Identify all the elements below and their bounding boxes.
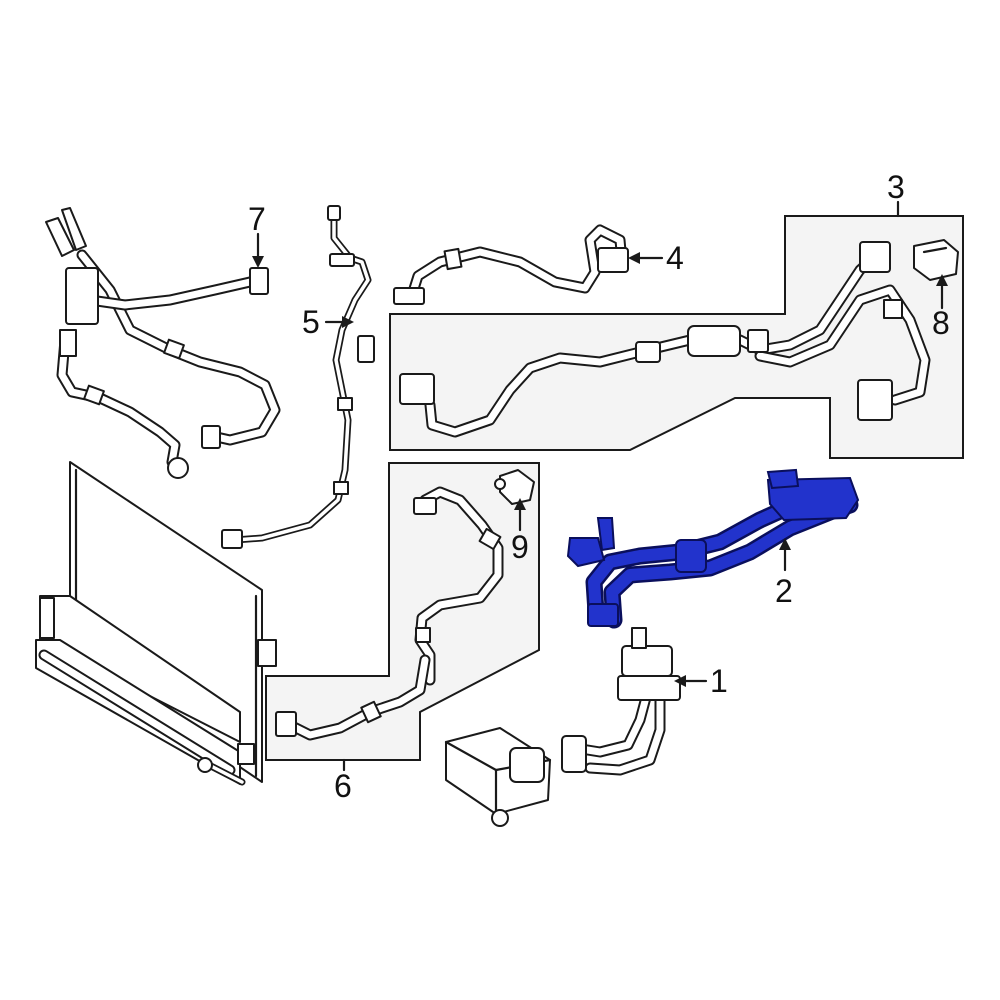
part-5-tube [221, 205, 375, 549]
expansion-block [444, 727, 552, 827]
callout-box-6 [265, 462, 540, 761]
callout-label-8: 8 [932, 305, 950, 341]
callout-label-7: 7 [248, 201, 266, 237]
callout-label-4: 4 [666, 240, 684, 276]
leader-lines [252, 200, 948, 772]
callout-label-5: 5 [302, 304, 320, 340]
part-2-highlighted-hose [566, 468, 860, 629]
part-4-hose [393, 224, 629, 305]
part-9-clip [494, 469, 535, 505]
condenser [35, 461, 277, 786]
part-6-hose-assembly [275, 486, 504, 741]
callout-box-3 [389, 215, 964, 459]
callout-label-6: 6 [334, 768, 352, 804]
callout-label-9: 9 [511, 529, 529, 565]
callout-label-1: 1 [710, 663, 728, 699]
part-8-bracket [913, 239, 959, 281]
callout-label-3: 3 [887, 169, 905, 205]
part-1-hose-fitting [561, 627, 681, 776]
part-7-hose-assembly [45, 207, 281, 479]
part-3-hose-assembly [399, 241, 931, 438]
callout-label-2: 2 [775, 573, 793, 609]
